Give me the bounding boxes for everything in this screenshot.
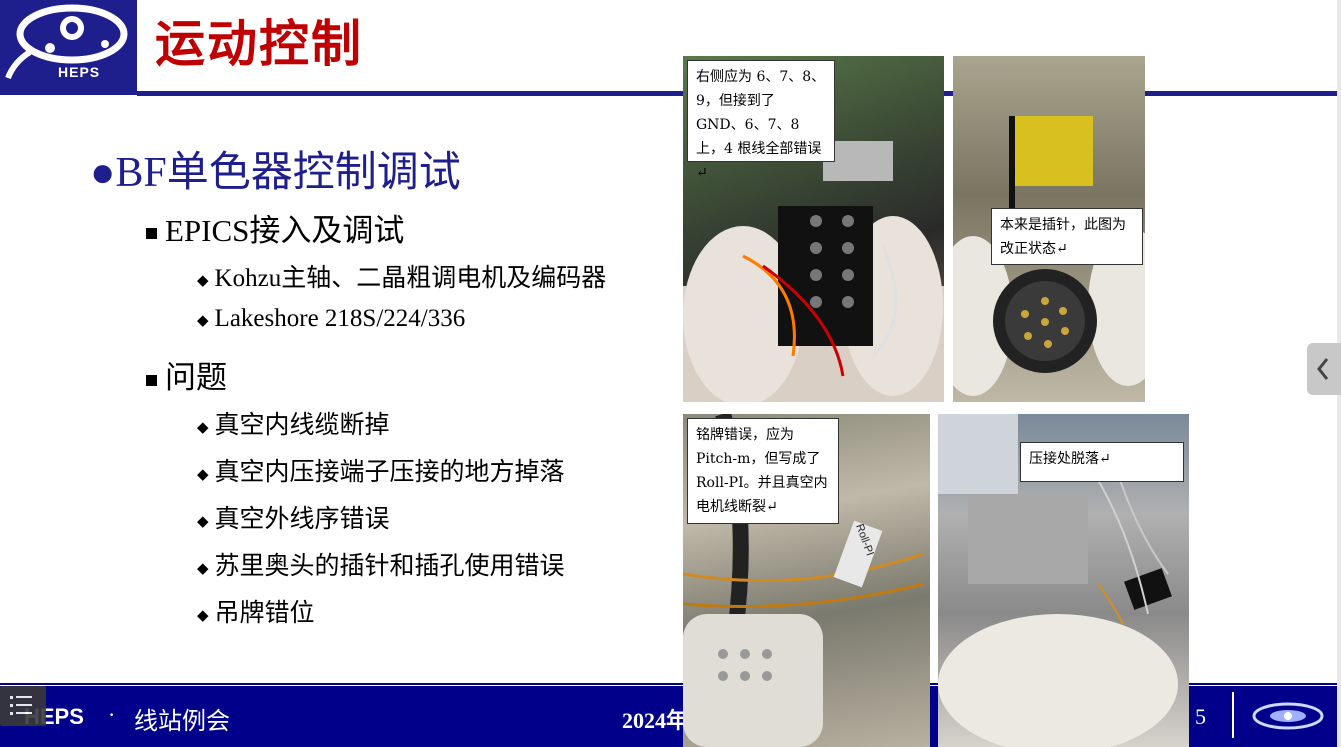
problem-item: ◆吊牌错位 xyxy=(197,600,315,627)
galaxy-logo-icon xyxy=(1252,702,1324,730)
footer-divider xyxy=(0,683,1341,685)
diamond-bullet-icon: ◆ xyxy=(197,513,209,530)
connector-illustration xyxy=(683,141,944,402)
callout-wiring-error: 右侧应为 6、7、8、9，但接到了 GND、6、7、8 上，4 根线全部错误↵ xyxy=(687,60,835,181)
crimp-illustration xyxy=(938,414,1178,747)
callout-pin-correction: 本来是插针，此图为改正状态↵ xyxy=(991,208,1143,265)
photo-db-connector: 右侧应为 6、7、8、9，但接到了 GND、6、7、8 上，4 根线全部错误↵ xyxy=(683,56,944,402)
heps-logo: HEPS xyxy=(0,0,137,95)
diamond-bullet-icon: ◆ xyxy=(197,607,209,624)
page-number: 5 xyxy=(1195,704,1206,729)
callout-crimp-detached: 压接处脱落↵ xyxy=(1020,442,1184,482)
bullet-bf-monochromator: ●BF单色器控制调试 xyxy=(90,150,461,196)
problem-item: ◆真空内压接端子压接的地方掉落 xyxy=(197,459,565,486)
photo-crimp-detached: 压接处脱落↵ xyxy=(938,414,1189,747)
diamond-bullet-icon: ◆ xyxy=(197,419,209,436)
collapse-panel-button[interactable] xyxy=(1307,343,1341,395)
bullet-epics: EPICS接入及调试 xyxy=(146,205,404,250)
logo-emblem-icon xyxy=(5,4,128,80)
diamond-bullet-icon: ◆ xyxy=(197,560,209,577)
problem-item: ◆真空内线缆断掉 xyxy=(197,412,390,439)
logo-label: HEPS xyxy=(58,64,101,80)
chevron-left-icon xyxy=(1317,358,1329,380)
footer-meeting: 线站例会 xyxy=(134,709,230,735)
diamond-bullet-icon: ◆ xyxy=(197,272,209,289)
slide-title: 运动控制 xyxy=(155,14,363,73)
problem-item: ◆苏里奥头的插针和插孔使用错误 xyxy=(197,553,565,580)
square-bullet-icon xyxy=(146,228,157,240)
footer-separator-dot: · xyxy=(108,702,116,727)
callout-nameplate-error: 铭牌错误，应为 Pitch-m，但写成了 Roll-PI。并且真空内电机线断裂↵ xyxy=(687,418,839,524)
diamond-bullet-icon: ◆ xyxy=(197,312,209,329)
photo-nameplate: Roll-PI 铭牌错误，应为 Pitch-m，但写成了 Roll-PI。并且真… xyxy=(683,414,930,747)
bullet-problems: 问题 xyxy=(146,352,227,397)
round-connector-illustration xyxy=(953,116,1145,396)
diamond-bullet-icon: ◆ xyxy=(197,466,209,483)
footer-vertical-divider xyxy=(1232,692,1234,738)
slide-menu-button[interactable] xyxy=(0,686,46,726)
photo-round-connector: 本来是插针，此图为改正状态↵ xyxy=(953,56,1145,402)
bullet-kohzu: ◆Kohzu主轴、二晶粗调电机及编码器 xyxy=(197,265,607,292)
footer-date: 2024年 xyxy=(622,708,689,733)
list-menu-icon xyxy=(10,696,32,715)
square-bullet-icon xyxy=(146,375,157,387)
bullet-lakeshore: ◆Lakeshore 218S/224/336 xyxy=(197,305,466,332)
problem-item: ◆真空外线序错误 xyxy=(197,506,390,533)
